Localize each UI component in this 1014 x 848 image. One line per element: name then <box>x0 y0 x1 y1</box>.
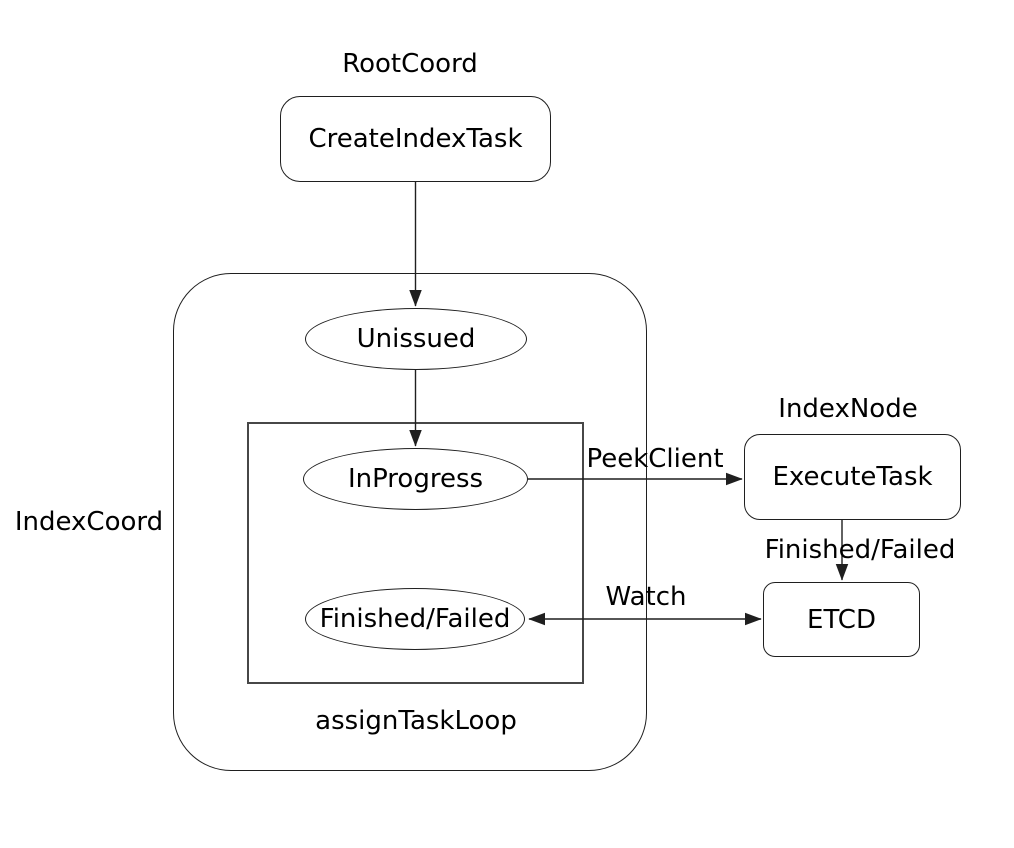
index-coord-container <box>173 273 647 771</box>
etcd-node: ETCD <box>763 582 920 657</box>
unissued-state-node: Unissued <box>305 308 527 370</box>
finishedfailed-edge-label: Finished/Failed <box>764 535 956 566</box>
indexcoord-label: IndexCoord <box>14 507 164 538</box>
assigntaskloop-label: assignTaskLoop <box>315 706 517 737</box>
in-progress-state-label: InProgress <box>347 464 484 494</box>
unissued-state-label: Unissued <box>356 324 476 354</box>
create-index-task-node: CreateIndexTask <box>280 96 551 182</box>
create-index-task-node-label: CreateIndexTask <box>308 124 523 154</box>
finished-failed-state-label: Finished/Failed <box>319 604 511 634</box>
watch-edge-label: Watch <box>605 582 687 613</box>
in-progress-state-node: InProgress <box>303 448 528 510</box>
peekclient-edge-label: PeekClient <box>586 444 724 475</box>
execute-task-node: ExecuteTask <box>744 434 961 520</box>
etcd-node-label: ETCD <box>807 604 876 635</box>
execute-task-node-label: ExecuteTask <box>772 462 933 492</box>
rootcoord-label: RootCoord <box>342 49 478 80</box>
finished-failed-state-node: Finished/Failed <box>305 588 525 650</box>
indexnode-label: IndexNode <box>778 394 918 425</box>
